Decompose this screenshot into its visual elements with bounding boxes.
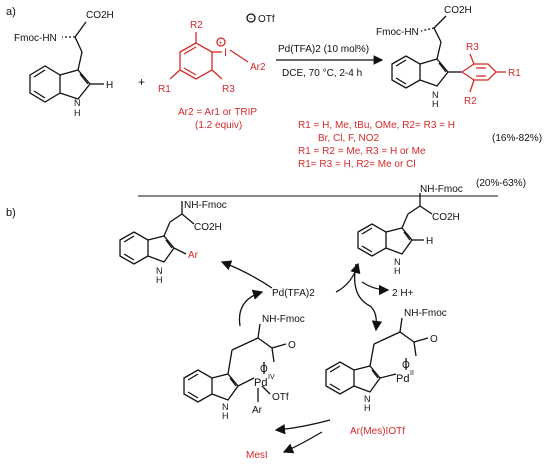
- pd-iv-carbonyl-o: O: [288, 340, 296, 351]
- part-a-label: a): [6, 6, 16, 18]
- scope-line-4: R1= R3 = H, R2= Me or Cl: [298, 159, 416, 170]
- sm-nhfmoc-label: Fmoc-HN: [14, 33, 57, 44]
- pd-ii-intermediate: NH-Fmoc O O Pd II N H: [325, 308, 447, 413]
- arylated-tryptophan-product: CO2H Fmoc-HN R3 R1 R2 N H: [376, 5, 521, 109]
- reagent-equiv: (1.2 equiv): [195, 120, 242, 131]
- reagent-iodine-label: I: [224, 47, 227, 59]
- pd-ii-nh: H: [364, 403, 371, 413]
- plus-sign: +: [138, 75, 145, 89]
- cycle-product-n: N: [156, 266, 163, 276]
- diaryliodonium-reagent: R2 R3 R1 I + Ar2 − OTf Ar2 = Ar1 or TRIP…: [158, 13, 275, 131]
- prod-nhfmoc-label: Fmoc-HN: [376, 27, 419, 38]
- pd-ii-n: N: [364, 394, 371, 404]
- prod-r2-label: R2: [464, 96, 477, 107]
- oxidation-arrow: [274, 419, 331, 435]
- reagent-r3-label: R3: [222, 84, 235, 95]
- cycle-product-co2h: CO2H: [194, 222, 222, 233]
- sm-carboxyl-label: CO2H: [86, 10, 114, 21]
- reagent-r2-label: R2: [190, 20, 203, 31]
- tryptophan-starting-material: CO2H Fmoc-HN H N H: [14, 10, 114, 118]
- c-h-activation-arrow: [353, 263, 383, 332]
- pd-iv-oxidation-state: IV: [268, 374, 275, 381]
- sm-c2-h-label: H: [106, 80, 113, 91]
- iodonium-plus-icon: +: [219, 40, 223, 47]
- pd-ii-carbonyl-o: O: [430, 334, 438, 345]
- cycle-sm-structure: NH-Fmoc CO2H H N H: [357, 184, 463, 276]
- pd-iv-metal: Pd: [254, 377, 267, 389]
- pd-iv-nhfmoc: NH-Fmoc: [262, 314, 305, 325]
- oxidant-label: Ar(Mes)IOTf: [350, 426, 405, 437]
- pd-iv-n: N: [222, 402, 229, 412]
- proton-release-arrow: [361, 281, 390, 296]
- cycle-product-structure: NH-Fmoc CO2H Ar N H: [119, 200, 227, 285]
- cycle-sm-n: N: [394, 257, 401, 267]
- cycle-product-ar: Ar: [188, 250, 199, 261]
- cycle-sm-co2h: CO2H: [432, 212, 460, 223]
- pd-iv-to-catalyst-arrow: [238, 289, 264, 327]
- pd-ii-metal: Pd: [396, 373, 409, 385]
- reagent-r1-label: R1: [158, 84, 171, 95]
- cycle-sm-nhfmoc: NH-Fmoc: [420, 184, 463, 195]
- byproduct-mesi: MesI: [246, 450, 268, 461]
- prod-r1-label: R1: [508, 68, 521, 79]
- cycle-product-nhfmoc: NH-Fmoc: [184, 200, 227, 211]
- conditions-solvent-temp: DCE, 70 °C, 2-4 h: [282, 68, 362, 79]
- pd-ii-ring-o: O: [402, 360, 410, 371]
- conditions-catalyst: Pd(TFA)2 (10 mol%): [278, 44, 369, 55]
- pd-ii-oxidation-state: II: [410, 370, 414, 377]
- triflate-minus-icon: −: [249, 16, 253, 23]
- pd-iv-ring-o: O: [260, 364, 268, 375]
- prod-carboxyl-label: CO2H: [444, 5, 472, 16]
- prod-indole-n-label: N: [432, 90, 439, 100]
- pd-iv-otf: OTf: [272, 392, 289, 403]
- reagent-ar-definition: Ar2 = Ar1 or TRIP: [178, 107, 257, 118]
- cycle-catalyst: Pd(TFA)2: [272, 288, 315, 299]
- scope-line-2: Br, Cl, F, NO2: [318, 133, 380, 144]
- cycle-sm-h: H: [426, 236, 433, 247]
- cycle-sm-nh: H: [394, 266, 401, 276]
- sm-indole-nh-label: H: [74, 108, 81, 118]
- pd-iv-nh: H: [222, 411, 229, 421]
- sm-indole-n-label: N: [74, 98, 81, 108]
- pd-ii-nhfmoc: NH-Fmoc: [404, 308, 447, 319]
- reagent-otf-label: OTf: [258, 14, 275, 25]
- prod-r3-label: R3: [466, 42, 479, 53]
- cycle-product-nh: H: [156, 275, 163, 285]
- yield-range-2: (20%-63%): [476, 178, 526, 189]
- pd-iv-ar: Ar: [252, 405, 263, 416]
- pd-iv-intermediate: NH-Fmoc O O Pd IV OTf Ar N H: [183, 314, 305, 421]
- reagent-ar2-label: Ar2: [250, 62, 266, 73]
- yield-range-1: (16%-82%): [492, 133, 542, 144]
- catalyst-to-sm-arrow: [335, 262, 361, 293]
- reductive-elimination-arrow: [220, 260, 273, 289]
- mesi-release-arrow: [282, 431, 323, 454]
- scope-line-3: R1 = R2 = Me, R3 = H or Me: [298, 146, 426, 157]
- part-b-label: b): [6, 207, 16, 219]
- scope-line-1: R1 = H, Me, tBu, OMe, R2= R3 = H: [298, 120, 455, 131]
- prod-indole-nh-label: H: [432, 99, 439, 109]
- cycle-byproduct-protons: 2 H+: [392, 288, 414, 299]
